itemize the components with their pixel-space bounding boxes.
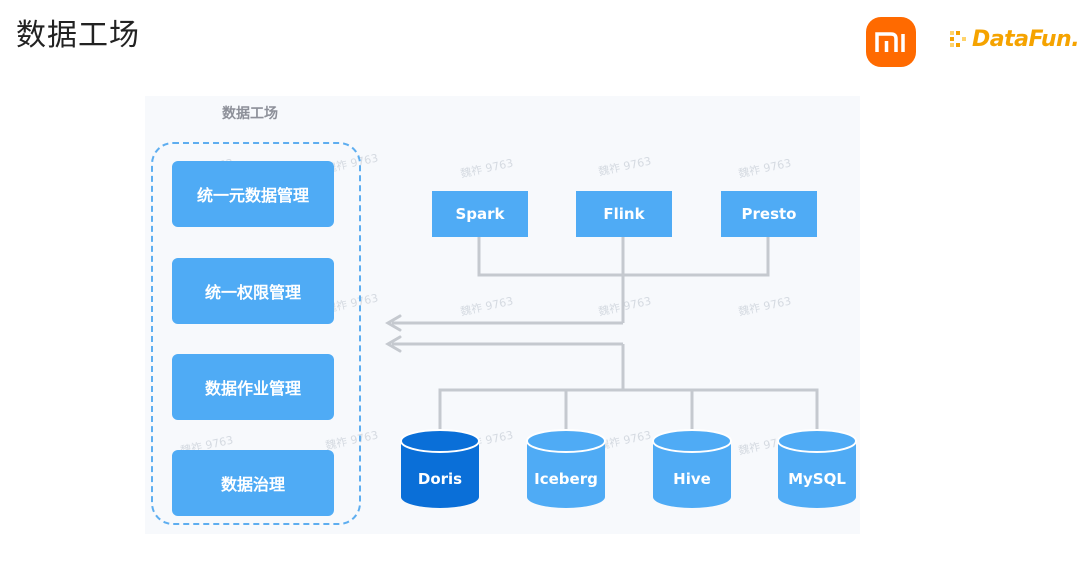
- management-group: [151, 142, 361, 525]
- panel-label: 数据工场: [222, 106, 278, 122]
- iceberg-label: Iceberg: [534, 470, 598, 488]
- doris-label: Doris: [417, 470, 463, 488]
- xiaomi-logo: [866, 17, 916, 67]
- hive-cylinder: [652, 429, 732, 508]
- hive-label: Hive: [673, 470, 711, 488]
- iceberg-cylinder: [526, 429, 606, 508]
- spark-engine-box: Spark: [432, 191, 528, 237]
- data-job-management-box: 数据作业管理: [172, 354, 334, 420]
- datafun-dots-icon: [950, 31, 966, 47]
- datafun-logo: DataFun.: [948, 22, 1080, 56]
- datafun-logo-text: DataFun.: [972, 26, 1080, 52]
- arrow-head-icon: [385, 314, 402, 332]
- doris-cylinder: [400, 429, 480, 508]
- presto-engine-box: Presto: [721, 191, 817, 237]
- mysql-cylinder: [777, 429, 857, 508]
- mysql-label: MySQL: [788, 470, 846, 488]
- flink-engine-box: Flink: [576, 191, 672, 237]
- storage-bus-line: [438, 388, 819, 440]
- unified-permission-management-box: 统一权限管理: [172, 258, 334, 324]
- data-governance-box: 数据治理: [172, 450, 334, 516]
- arrow-head-icon: [385, 335, 402, 353]
- page-title: 数据工场: [16, 18, 140, 53]
- unified-metadata-management-box: 统一元数据管理: [172, 161, 334, 227]
- mi-logo-icon: [875, 32, 905, 52]
